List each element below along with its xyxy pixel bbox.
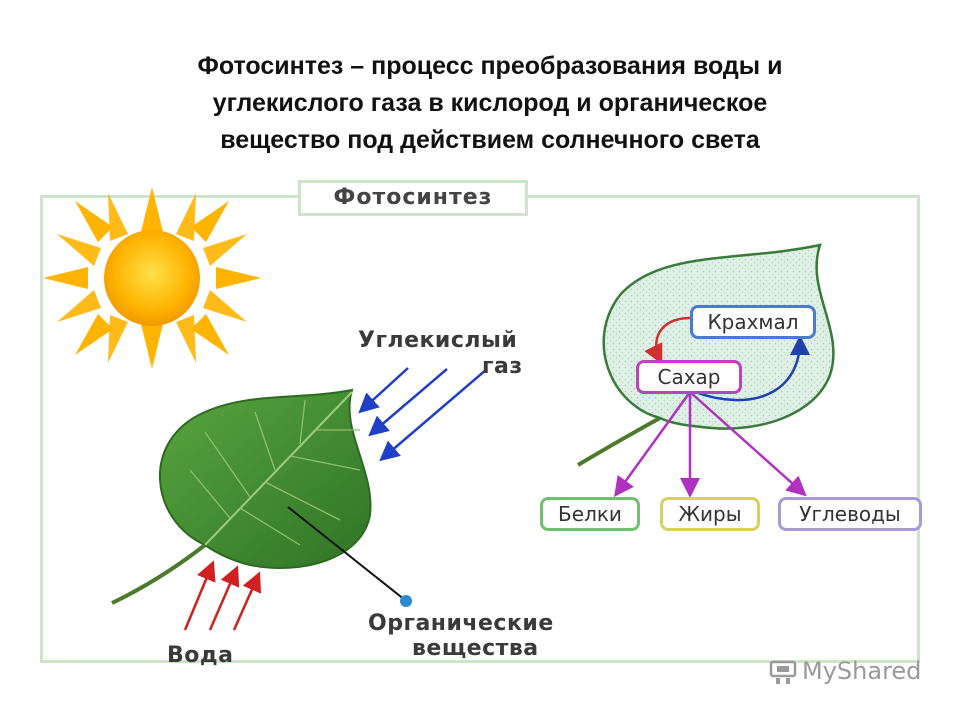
organic-label-line-1: Органические — [368, 611, 554, 636]
organic-label-line-2: вещества — [412, 636, 539, 661]
product-arrows — [614, 391, 807, 498]
page-heading: Фотосинтез – процесс преобразования воды… — [60, 48, 920, 159]
sugar-box: Сахар — [636, 360, 742, 394]
organic-pointer — [287, 506, 412, 607]
sugar-to-proteins-arrow — [614, 391, 692, 498]
myshared-logo-icon — [769, 660, 797, 684]
starch-box: Крахмал — [690, 305, 816, 339]
fats-box: Жиры — [660, 497, 760, 531]
sugar-to-starch-arrow — [694, 335, 810, 402]
water-arrows — [183, 560, 262, 631]
heading-line-1: Фотосинтез – процесс преобразования воды… — [197, 52, 783, 80]
heading-line-3: вещество под действием солнечного света — [220, 126, 760, 154]
proteins-box: Белки — [540, 497, 640, 531]
leaf-illustration — [111, 388, 372, 605]
co2-arrow-1 — [358, 367, 409, 414]
carbs-box: Углеводы — [778, 497, 922, 531]
pointer-dot-icon — [400, 595, 412, 607]
watermark-text: MyShared — [802, 657, 922, 685]
water-arrow-2 — [208, 565, 240, 631]
heading-line-2: углекислого газа в кислород и органическ… — [212, 89, 768, 117]
water-arrow-3 — [232, 571, 262, 631]
co2-arrows — [358, 367, 488, 462]
diagram-title: Фотосинтез — [298, 180, 528, 216]
water-arrow-1 — [183, 560, 216, 631]
co2-label-line-2: газ — [482, 354, 523, 379]
starch-to-sugar-arrow — [644, 316, 691, 365]
co2-arrow-2 — [368, 368, 448, 437]
small-leaf-illustration — [576, 243, 835, 467]
co2-arrow-3 — [379, 368, 488, 462]
co2-label-line-1: Углекислый — [358, 328, 518, 353]
sugar-to-carbs-arrow — [689, 391, 807, 497]
sun-icon — [43, 187, 261, 369]
water-label: Вода — [167, 643, 234, 668]
